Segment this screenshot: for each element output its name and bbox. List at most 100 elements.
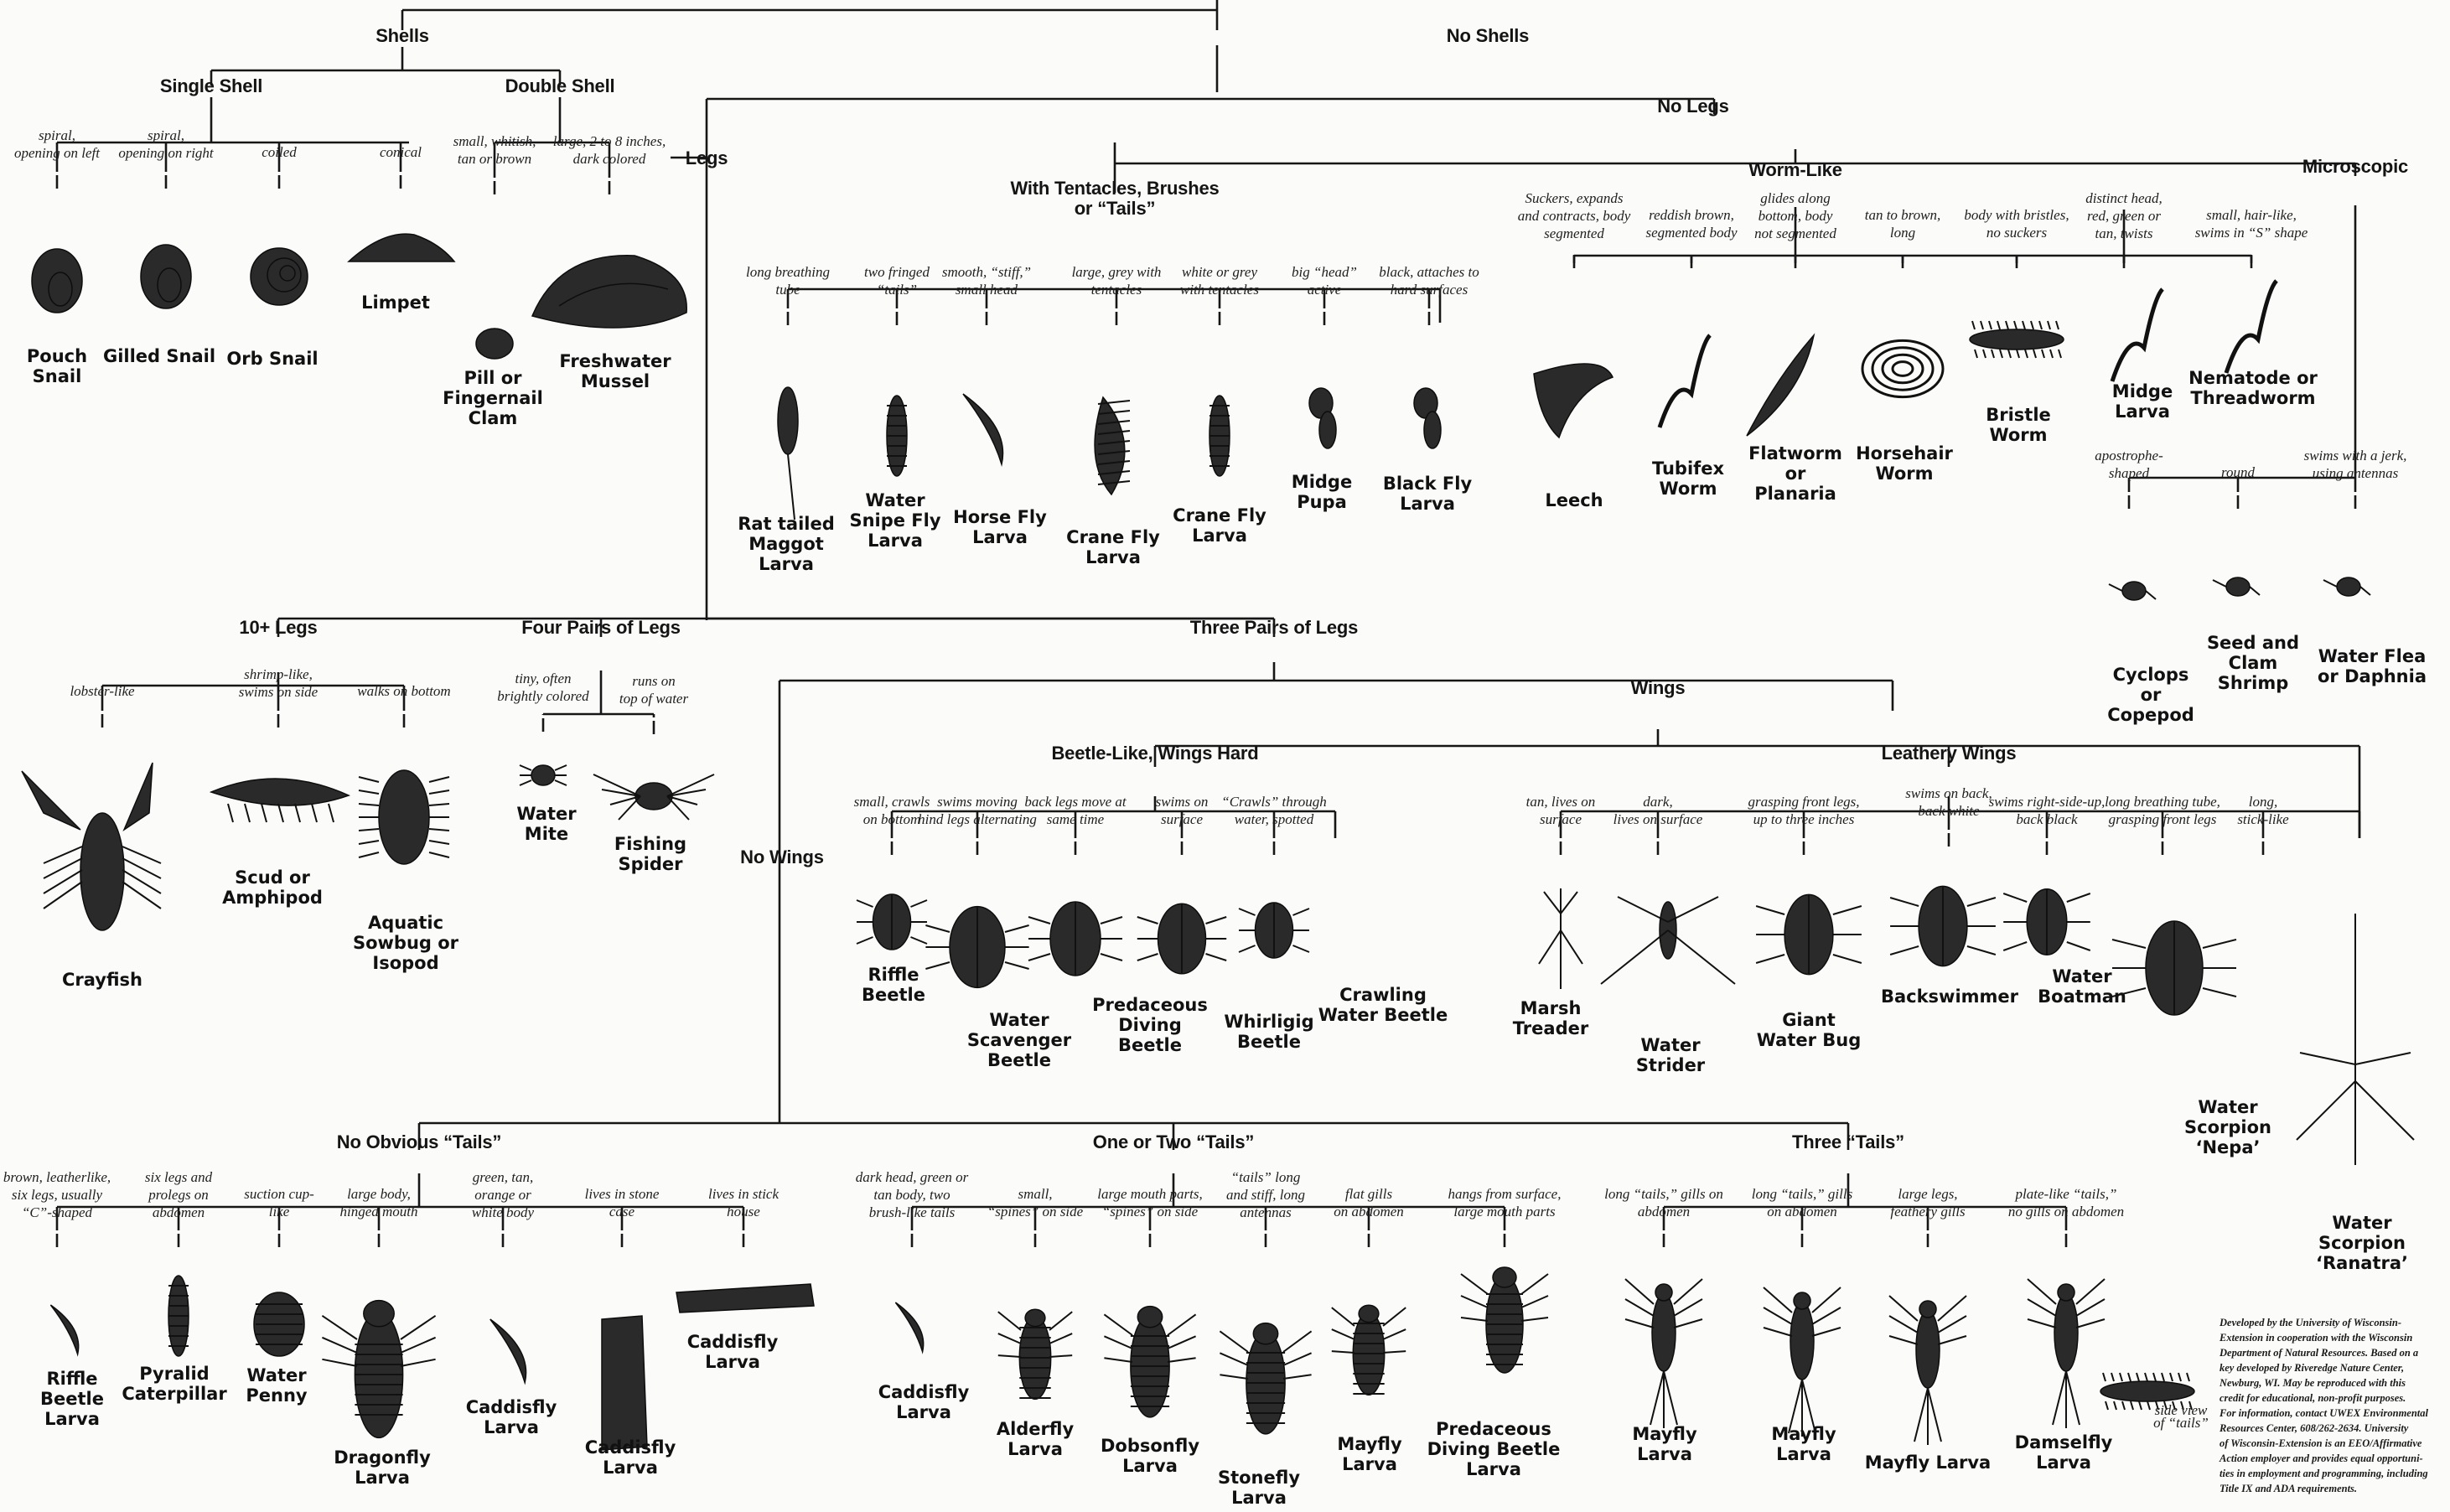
dragonfly-cue-line: hinged mouth [339,1204,417,1219]
group-beetle-like: Beetle-Like, Wings Hard [1051,743,1258,764]
alderfly-drawing [997,1308,1073,1401]
horsehair-name-line: Horsehair [1856,443,1953,463]
crane-grey-name-line: Larva [1085,547,1141,567]
branch-lines [55,0,2361,1230]
strider-name-line: Water [1640,1035,1701,1055]
cyclops-cue-line: apostrophe- [2095,448,2163,463]
crawling-cue-line: “Crawls” through [1221,794,1327,810]
group-wings-line: Wings [1631,677,1686,698]
crane-white-cue-line: with tentacles [1180,282,1259,298]
tubifex-name-line: Worm [1659,479,1717,499]
crayfish-name-line: Crayfish [62,970,142,990]
credit-text-line: Extension in cooperation with the Wiscon… [2219,1332,2412,1344]
mayfly-a-cue-line: long “tails,” gills on [1604,1186,1723,1202]
crawling-cue-line: water, spotted [1235,811,1314,827]
pill-clam-name-line: Clam [469,408,518,428]
pyralid-name-line: Pyralid [139,1364,209,1384]
crane-white-drawing [1209,395,1230,477]
boatman-name-line: Boatman [2038,986,2126,1007]
predaceous-name-line: Beetle [1118,1035,1182,1055]
leech-name-line: Leech [1545,490,1603,510]
mussel-cue: large, 2 to 8 inches,dark colored [553,133,666,167]
cyclops-name-line: Cyclops [2113,665,2189,685]
horse-fly-drawing [962,393,1004,467]
flatworm-cue-line: glides along [1760,190,1831,206]
alderfly-name-line: Alderfly [997,1419,1075,1439]
horsehair-cue-line: tan to brown, [1865,207,1941,223]
midge-pupa-cue-line: active [1308,282,1342,298]
dobsonfly-name-line: Larva [1122,1456,1178,1476]
rat-tailed-drawing [777,386,799,520]
pouch-snail-drawing [31,248,83,313]
leech-cue-line: segmented [1544,225,1604,241]
group-no-legs: No Legs [1657,96,1728,117]
strider-cue-line: dark, [1643,794,1672,810]
mussel-name-line: Freshwater [559,351,671,371]
ranatra-drawing [2296,914,2415,1165]
group-no-shells: No Shells [1447,25,1529,46]
strider-cue-line: lives on surface [1613,811,1703,827]
midge-pupa-name-line: Pupa [1297,492,1347,512]
leech-drawing [1533,363,1614,439]
credit-text-line: credit for educational, non-profit purpo… [2220,1392,2406,1404]
damselfly-name-line: Damselfly [2015,1432,2113,1452]
stonefly-cue-line: “tails” long [1231,1169,1301,1185]
black-fly-drawing [1413,387,1442,449]
nepa-cue: long breathing tube,grasping front legs [2105,794,2220,827]
credit-text-line: key developed by Riveredge Nature Center… [2220,1362,2404,1374]
group-tentacles-line: or “Tails” [1075,198,1156,219]
predaceous-cue-line: back legs move at [1024,794,1127,810]
cyclops-cue: apostrophe-shaped [2095,448,2163,481]
rat-tailed-cue-line: tube [775,282,800,298]
group-microscopic-line: Microscopic [2302,156,2408,177]
crawling-name-line: Water Beetle [1318,1005,1448,1025]
water-mite-drawing [519,764,567,786]
scavenger-cue-line: hind legs alternating [918,811,1037,827]
caddis-stick-drawing [676,1283,815,1313]
sowbug-name-line: Isopod [372,953,438,973]
leech-name: Leech [1545,490,1603,510]
caddis-stone-cue-line: lives in stone [585,1186,660,1202]
flatworm-cue-line: bottom, body [1759,208,1833,224]
stonefly-drawing [1219,1322,1313,1435]
scud-cue: shrimp-like,swims on side [239,666,319,700]
gilled-snail-cue-line: spiral, [148,127,184,143]
snipe-fly-name-line: Larva [868,531,923,551]
group-leathery: Leathery Wings [1882,743,2017,764]
gilled-snail-cue: spiral,opening on right [118,127,215,161]
ranatra-name-line: Water [2332,1213,2392,1233]
pill-clam-cue-line: tan or brown [458,151,531,167]
riffle-larva-cue-line: “C”-shaped [22,1204,93,1220]
mayfly-flat-cue-line: flat gills [1345,1186,1393,1202]
flatworm-name-line: Flatworm [1748,443,1842,463]
caddis-brush-cue-line: tan body, two [873,1187,950,1203]
pouch-snail-cue: spiral,opening on left [14,127,101,161]
dragonfly-cue: large body,hinged mouth [339,1186,417,1219]
limpet-cue: conical [380,144,422,160]
crayfish-drawing [21,762,162,931]
sowbug-cue-line: walks on bottom [357,683,450,699]
credit-text-line: Action employer and provides equal oppor… [2219,1452,2423,1464]
